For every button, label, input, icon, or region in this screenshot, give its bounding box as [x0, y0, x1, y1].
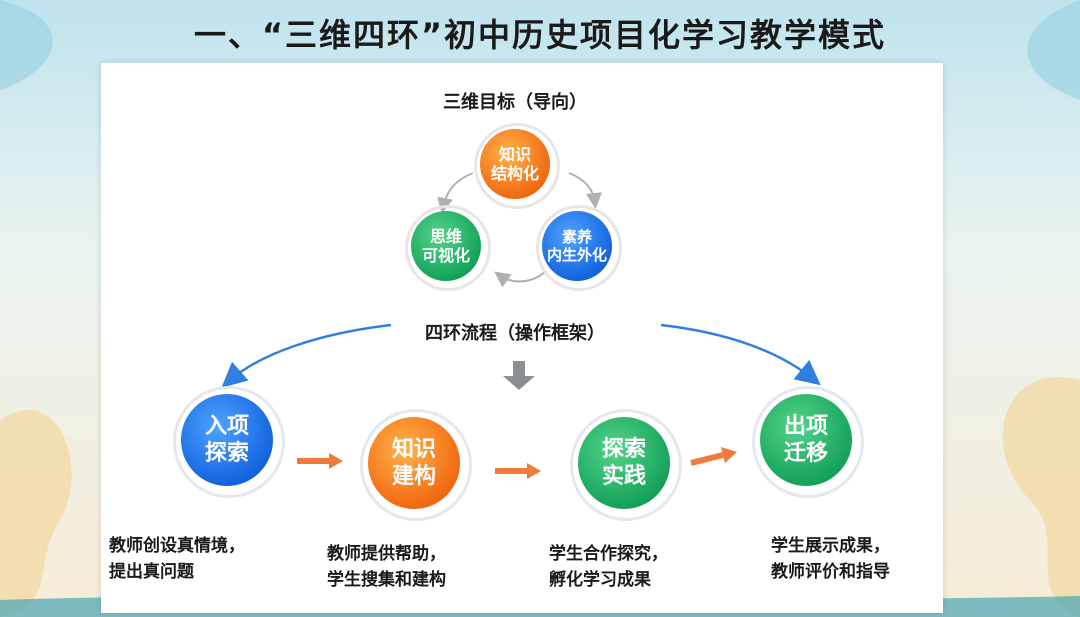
ring-decoration — [405, 205, 491, 291]
diagram-panel: 三维目标（导向） 知识 结构化 思维 可视化 素养 内生外化 四环流程（操作框架… — [101, 63, 943, 613]
step-desc-exit-transfer: 学生展示成果， 教师评价和指导 — [771, 536, 890, 583]
ring-decoration — [752, 386, 864, 498]
knowledge-structure-circle: 知识 结构化 — [480, 129, 550, 199]
three-dimensions-heading: 三维目标（导向） — [443, 92, 587, 113]
ring-decoration — [173, 386, 285, 498]
ring-decoration — [360, 409, 472, 521]
ring-decoration — [570, 409, 682, 521]
thinking-visual-circle: 思维 可视化 — [411, 211, 481, 281]
four-rings-heading: 四环流程（操作框架） — [425, 323, 605, 344]
step-desc-knowledge-build: 教师提供帮助， 学生搜集和建构 — [327, 544, 446, 591]
diagram-arrows — [221, 172, 821, 479]
step-desc-explore-practice: 学生合作探究， 孵化学习成果 — [549, 544, 668, 591]
ring-decoration — [474, 123, 560, 209]
step-circle-knowledge-build: 知识 建构 — [368, 417, 460, 509]
step-circle-exit-transfer: 出项 迁移 — [760, 394, 852, 486]
step-circle-enter-explore: 入项 探索 — [181, 394, 273, 486]
step-desc-enter-explore: 教师创设真情境， 提出真问题 — [109, 536, 245, 583]
literacy-internal-external-circle: 素养 内生外化 — [542, 211, 612, 281]
ring-decoration — [536, 205, 622, 291]
step-circle-explore-practice: 探索 实践 — [578, 417, 670, 509]
slide-title: 一、“三维四环”初中历史项目化学习教学模式 — [193, 16, 887, 54]
